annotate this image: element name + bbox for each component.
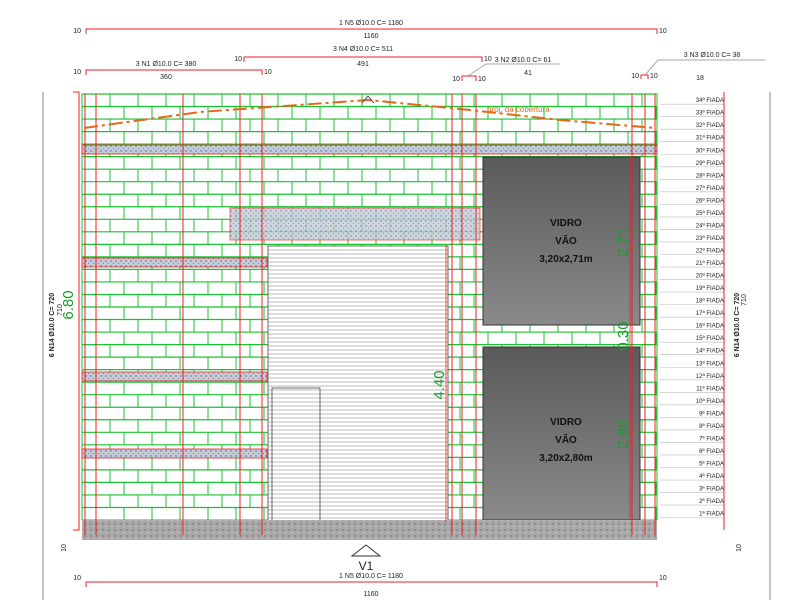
n4-hook-left: 10	[234, 56, 242, 63]
right-rebar-label: 6 N14 Ø10.0 C= 720	[734, 293, 741, 358]
right-rebar-hook: 10	[736, 544, 743, 552]
window-top-line2: VÃO	[555, 234, 577, 247]
course-label: 1ª FIADA	[699, 511, 724, 518]
gap-dim: 0.30	[615, 321, 632, 350]
course-label: 9ª FIADA	[699, 410, 724, 417]
n1-hook-right: 10	[264, 69, 272, 76]
n4-hook-right: 10	[484, 56, 492, 63]
course-label: 30ª FIADA	[696, 147, 724, 154]
n2-length: 41	[524, 70, 532, 77]
window-top-line1: VIDRO	[550, 218, 582, 229]
n2-hook-right: 10	[478, 76, 486, 83]
bond-beam-bottom	[81, 448, 268, 459]
bottom-n5-length: 1160	[363, 591, 378, 598]
window-bottom-line1: VIDRO	[550, 417, 582, 428]
course-label: 18ª FIADA	[696, 298, 724, 305]
wall-height-dim: 6.80	[60, 290, 77, 319]
vertical-rebars	[84, 94, 656, 535]
course-label: 11ª FIADA	[696, 385, 724, 392]
window-bottom-line2: VÃO	[555, 433, 577, 446]
course-label: 6ª FIADA	[699, 448, 724, 455]
course-label: 23ª FIADA	[696, 235, 724, 242]
n1-label: 3 N1 Ø10.0 C= 380	[136, 61, 197, 68]
course-label: 20ª FIADA	[696, 273, 724, 280]
course-labels: 34ª FIADA 33ª FIADA 32ª FIADA 31ª FIADA 30ª …	[660, 97, 724, 518]
left-rebar-hook: 10	[61, 544, 68, 552]
course-label: 26ª FIADA	[696, 197, 724, 204]
course-label: 4ª FIADA	[699, 473, 724, 480]
course-label: 22ª FIADA	[696, 247, 724, 254]
left-rebar-label: 6 N14 Ø10.0 C= 720	[49, 293, 56, 358]
course-label: 28ª FIADA	[696, 172, 724, 179]
course-label: 19ª FIADA	[696, 285, 724, 292]
n5-hook-left: 10	[73, 28, 81, 35]
course-label: 7ª FIADA	[699, 435, 724, 442]
course-label: 32ª FIADA	[696, 122, 724, 129]
window-bottom-size: 3,20x2,80m	[539, 453, 592, 464]
course-label: 16ª FIADA	[696, 323, 724, 330]
n3-label: 3 N3 Ø10.0 C= 38	[684, 52, 741, 59]
bond-beam-top	[81, 144, 658, 155]
course-label: 27ª FIADA	[696, 185, 724, 192]
course-label: 17ª FIADA	[696, 310, 724, 317]
course-label: 10ª FIADA	[696, 398, 724, 405]
course-label: 13ª FIADA	[696, 360, 724, 367]
roof-projection-line	[83, 98, 656, 129]
course-label: 29ª FIADA	[696, 160, 724, 167]
n2-label: 3 N2 Ø10.0 C= 61	[495, 57, 552, 64]
course-label: 12ª FIADA	[696, 373, 724, 380]
window-top-height-dim: 2.71	[615, 227, 632, 256]
n1-hook-left: 10	[73, 69, 81, 76]
window-top	[482, 156, 641, 326]
bottom-hook-right: 10	[659, 575, 667, 582]
n5-length: 1160	[363, 33, 378, 40]
course-label: 8ª FIADA	[699, 423, 724, 430]
n4-label: 3 N4 Ø10.0 C= 511	[333, 46, 393, 53]
course-label: 2ª FIADA	[699, 498, 724, 505]
left-rebar-length: 710	[57, 304, 64, 316]
roof-note: proj. da cobertura	[487, 105, 550, 114]
foundation-beam	[82, 520, 657, 540]
course-label: 15ª FIADA	[696, 335, 724, 342]
n3-hook-right: 10	[650, 73, 658, 80]
elevation-marker-icon	[350, 544, 382, 557]
n4-length: 491	[357, 61, 369, 68]
bond-beam-lower	[81, 371, 268, 382]
window-top-size: 3,20x2,71m	[539, 254, 592, 265]
right-rebar-length: 710	[741, 294, 748, 306]
n3-length: 18	[696, 75, 704, 82]
rolling-door	[267, 245, 449, 523]
bond-beam-mid	[81, 257, 268, 268]
course-label: 21ª FIADA	[696, 260, 724, 267]
window-bottom-height-dim: 2.80	[615, 419, 632, 448]
n2-hook-left: 10	[452, 76, 460, 83]
window-bottom	[482, 346, 641, 521]
n1-length: 360	[160, 74, 172, 81]
lintel-beam	[229, 207, 481, 241]
course-label: 34ª FIADA	[696, 97, 724, 104]
course-label: 33ª FIADA	[696, 110, 724, 117]
bottom-hook-left: 10	[73, 575, 81, 582]
n3-hook-left: 10	[631, 73, 639, 80]
roof-apex-icon	[361, 95, 375, 104]
elevation-label: V1	[359, 559, 374, 573]
course-label: 3ª FIADA	[699, 486, 724, 493]
bottom-n5-label: 1 N5 Ø10.0 C= 1180	[339, 573, 403, 580]
course-label: 14ª FIADA	[696, 348, 724, 355]
n5-label: 1 N5 Ø10.0 C= 1180	[339, 20, 403, 27]
n5-hook-right: 10	[659, 28, 667, 35]
course-label: 31ª FIADA	[696, 135, 724, 142]
course-label: 5ª FIADA	[699, 460, 724, 467]
door-height-dim: 4.40	[431, 370, 448, 399]
course-label: 25ª FIADA	[696, 210, 724, 217]
course-label: 24ª FIADA	[696, 222, 724, 229]
